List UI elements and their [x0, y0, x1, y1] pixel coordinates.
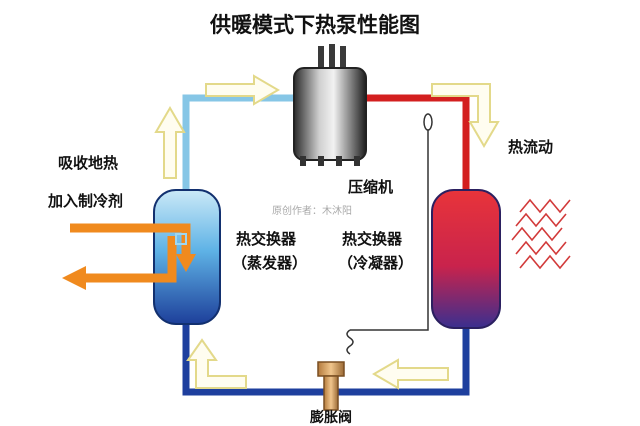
left-flow-arrow-icon [372, 358, 449, 390]
heat-wave-icon [511, 198, 571, 270]
capillary-coil [346, 329, 354, 355]
heat-flow-label: 热流动 [508, 138, 553, 156]
flow-arrows [154, 74, 500, 390]
compressor-pin [340, 46, 346, 72]
absorb-ground-heat-label: 吸收地热 [58, 154, 118, 172]
expansion-valve [317, 361, 345, 411]
ground-heat-arrows [62, 223, 196, 290]
discharge-pipe [360, 94, 470, 196]
condenser-tank [431, 189, 501, 329]
expansion-valve-label: 膨胀阀 [310, 409, 352, 426]
diagram-title: 供暖模式下热泵性能图 [209, 13, 420, 37]
down-flow-arrow-icon [431, 83, 500, 148]
up-flow-arrow-icon [154, 106, 186, 179]
return-flow-arrow-icon [186, 338, 247, 389]
evaporator-label-line1: 热交换器 [236, 230, 297, 248]
compressor [293, 44, 367, 166]
sensing-bulb [423, 113, 433, 131]
watermark: 原创作者：木沐阳 [272, 204, 352, 217]
add-refrigerant-label: 加入制冷剂 [47, 192, 123, 210]
compressor-pin [318, 46, 324, 72]
compressor-pin [329, 44, 335, 72]
evaporator-label-line2: （蒸发器） [232, 254, 307, 272]
condenser-label-line1: 热交换器 [342, 230, 403, 248]
right-flow-arrow-icon [205, 74, 280, 106]
compressor-label: 压缩机 [348, 178, 393, 196]
ground-heat-outlet-arrow [80, 236, 177, 283]
coil-marker [175, 233, 187, 245]
suction-pipe [182, 94, 300, 196]
compressor-body [293, 67, 367, 161]
condenser-label-line2: （冷凝器） [338, 254, 413, 272]
capillary-tube [350, 118, 429, 331]
ground-heat-inlet-arrow [70, 223, 191, 258]
ground-heat-inlet-head-icon [176, 254, 196, 272]
ground-heat-outlet-head-icon [62, 266, 86, 290]
